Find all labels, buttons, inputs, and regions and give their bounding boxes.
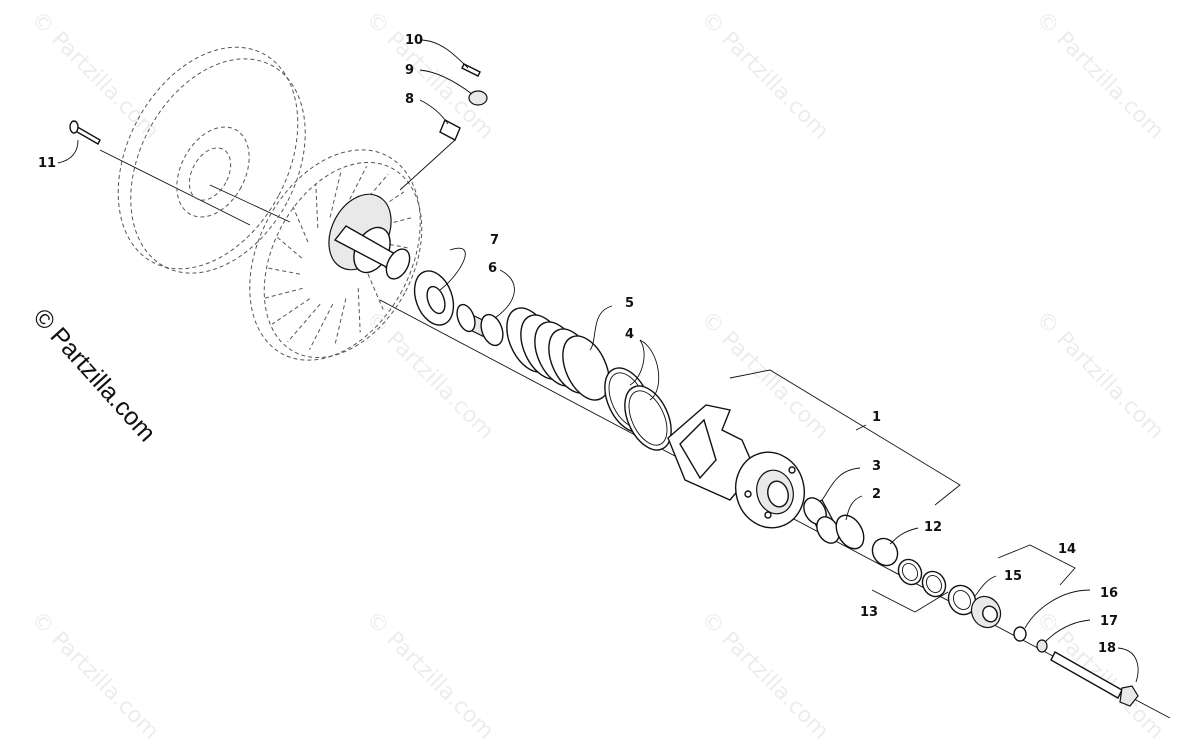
sheave-fin: [271, 298, 310, 325]
sheave-fin: [308, 303, 334, 350]
part-label-1: 1: [872, 410, 881, 425]
part-label-7: 7: [490, 233, 499, 248]
sheave-fin: [264, 287, 303, 299]
part-roller-9: [468, 90, 488, 106]
sheave-fin: [376, 241, 411, 249]
sheave-fin: [367, 273, 384, 310]
part-label-14: 14: [1058, 542, 1076, 557]
watermark: © Partzilla.com: [26, 7, 164, 145]
sheave-fin: [265, 267, 300, 275]
part-label-10: 10: [405, 33, 423, 48]
part-label-16: 16: [1100, 586, 1118, 601]
part-label-18: 18: [1098, 641, 1116, 656]
part-washer-16: [1013, 626, 1027, 642]
part-bolt-18: [1050, 651, 1139, 707]
part-label-2: 2: [872, 487, 881, 502]
watermark: © Partzilla.com: [26, 607, 164, 745]
watermark: © Partzilla.com: [1031, 7, 1169, 145]
part-label-15: 15: [1004, 569, 1022, 584]
part-washer-15: [947, 584, 977, 616]
part-label-8: 8: [405, 92, 414, 107]
part-rings-4: [604, 367, 672, 451]
inner-sheave-disc: [249, 149, 423, 361]
part-pin-8: [399, 119, 461, 191]
part-label-6: 6: [488, 261, 497, 276]
part-washers-13: [897, 558, 947, 598]
sheave-fin: [292, 206, 309, 243]
part-cap-14: [970, 595, 1002, 629]
part-snap-ring-2: [835, 514, 865, 550]
watermark: © Partzilla.com: [361, 607, 499, 745]
sheave-fin: [287, 303, 321, 343]
part-spring-5: [506, 307, 610, 401]
sheave-fin: [315, 183, 319, 228]
part-label-12: 12: [924, 520, 942, 535]
part-lockwasher-17: [1036, 639, 1048, 653]
sheave-fin: [275, 235, 303, 259]
watermark: © Partzilla.com: [696, 7, 834, 145]
part-bolt-11: [69, 120, 101, 145]
part-o-ring-12: [871, 537, 899, 567]
part-label-13: 13: [860, 605, 878, 620]
watermark: © Partzilla.com: [1031, 307, 1169, 445]
sheave-fin: [357, 288, 361, 333]
sheave-fin: [329, 169, 342, 218]
part-pin-10: [461, 63, 481, 77]
part-label-17: 17: [1100, 614, 1118, 629]
part-label-9: 9: [405, 63, 414, 78]
side-watermark: © Partzilla.com: [28, 303, 162, 447]
part-label-11: 11: [38, 156, 56, 171]
part-bushing-6: [456, 303, 504, 347]
spring-coil: [562, 335, 610, 401]
outer-sheave-disc: [117, 46, 306, 274]
part-sheave-body-1: [667, 404, 805, 529]
part-label-3: 3: [872, 459, 881, 474]
part-label-4: 4: [625, 327, 634, 342]
sheave-fin: [334, 298, 347, 347]
watermark: © Partzilla.com: [696, 607, 834, 745]
part-label-5: 5: [625, 296, 634, 311]
callouts: 10 9 8 11 7 6 5 4 1 3 2 12 13 14 15 16 1…: [38, 33, 1139, 683]
part-washer-7: [413, 270, 455, 326]
